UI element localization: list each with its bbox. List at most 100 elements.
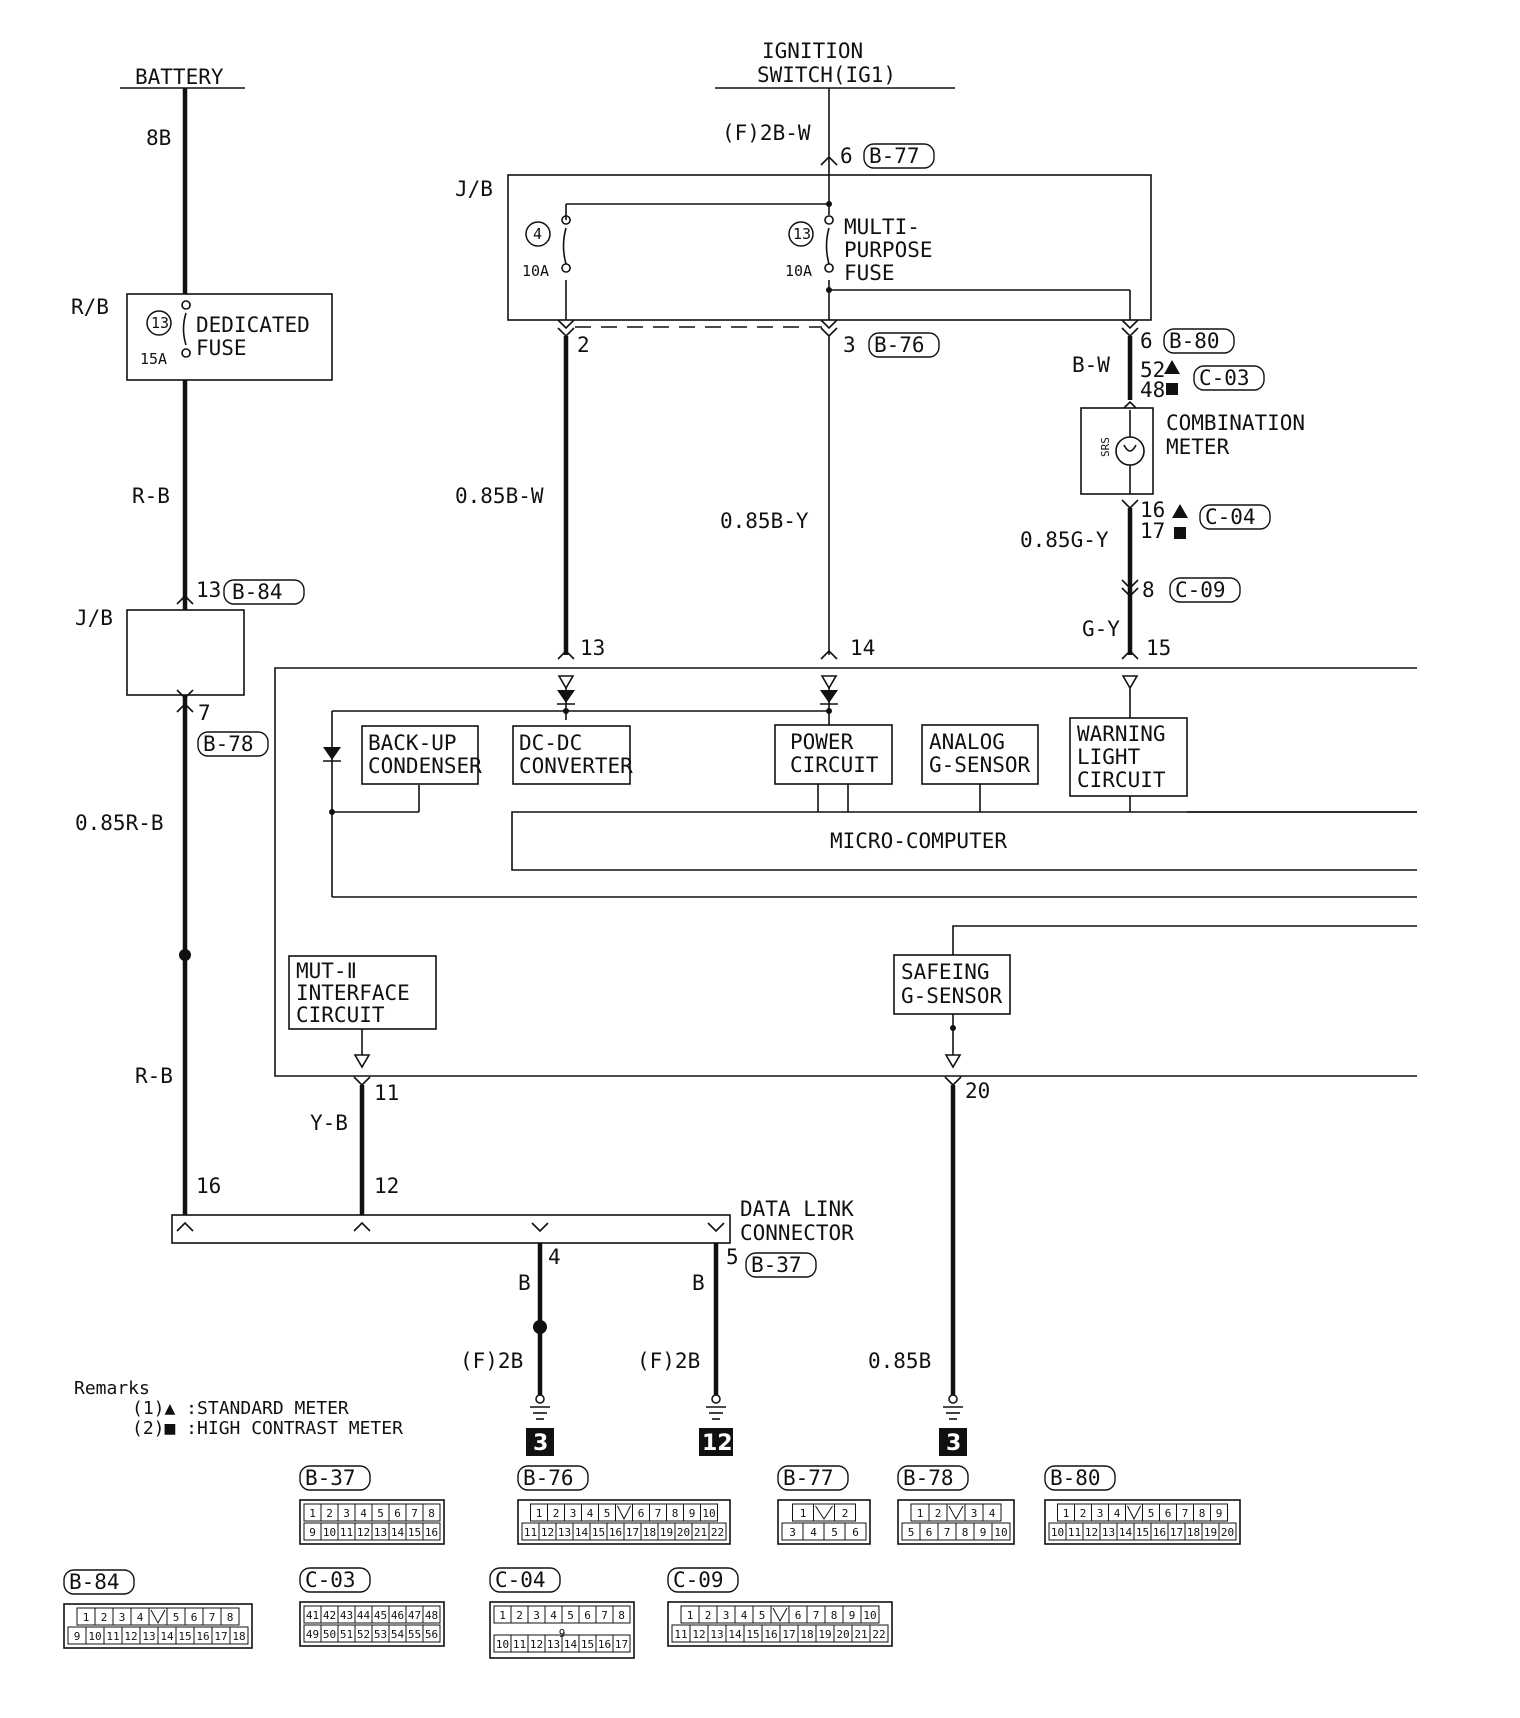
dcdc-converter-box xyxy=(512,725,631,785)
connector-pin-number: 12 xyxy=(1085,1526,1098,1539)
pin-20: 20 xyxy=(965,1079,990,1103)
b37-inline-badge xyxy=(745,1252,817,1278)
power-label-2: CIRCUIT xyxy=(790,753,879,777)
ground-number: 3 xyxy=(946,1431,961,1456)
fuse13-number-badge xyxy=(788,221,814,247)
dlc-label-1: DATA LINK xyxy=(740,1197,854,1221)
connector-pin-number: 20 xyxy=(677,1526,690,1539)
ground-symbol xyxy=(706,1394,726,1420)
connector-pin-number: 11 xyxy=(513,1638,526,1651)
square-marker xyxy=(1174,527,1186,539)
connector-pin-number: 5 xyxy=(831,1526,838,1539)
connector-pin-number: 4 xyxy=(137,1611,144,1624)
relay-box xyxy=(126,293,333,381)
backup-label-1: BACK-UP xyxy=(368,731,457,755)
backup-label-2: CONDENSER xyxy=(368,754,482,778)
dcdc-label-2: CONVERTER xyxy=(519,754,633,778)
connector-pin-number: 12 xyxy=(541,1526,554,1539)
backup-condenser-box xyxy=(361,725,479,785)
connector-pin-cell xyxy=(869,1624,889,1643)
connector-pin-number: 11 xyxy=(1068,1526,1081,1539)
connector-pin-number: 18 xyxy=(800,1628,813,1641)
connector-pin-number: 2 xyxy=(705,1609,712,1622)
conn-marker xyxy=(1121,649,1139,660)
connector-pin-number: 5 xyxy=(604,1507,611,1520)
connector-pin-number: 9 xyxy=(1216,1507,1223,1520)
connector-pin-number: 3 xyxy=(570,1507,577,1520)
connector-pin-number: 19 xyxy=(660,1526,673,1539)
splice-dot xyxy=(533,1320,547,1334)
connector-pin-cell xyxy=(422,1522,441,1541)
safeing-g-sensor-box xyxy=(893,954,1011,1015)
wire-f2b-2: (F)2B xyxy=(637,1349,700,1373)
connector-pin-number: 17 xyxy=(214,1630,227,1643)
connector-pin-number: 43 xyxy=(340,1609,353,1622)
connector-pin-number: 16 xyxy=(598,1638,611,1651)
connector-pin-number: 2 xyxy=(842,1507,849,1520)
connector-label: B-78 xyxy=(903,1466,954,1490)
junction-dot xyxy=(563,708,569,714)
ign-wire-label: (F)2B-W xyxy=(722,121,811,145)
connector-pin-number: 4 xyxy=(741,1609,748,1622)
connector-pin-number: 50 xyxy=(323,1628,336,1641)
dcdc-label-1: DC-DC xyxy=(519,731,582,755)
connector-pin-number: 20 xyxy=(836,1628,849,1641)
wire-f2b-1: (F)2B xyxy=(460,1349,523,1373)
pin-52: 52 xyxy=(1140,358,1165,382)
connector-pin-number: 9 xyxy=(309,1526,316,1539)
connector-pin-number: 56 xyxy=(425,1628,438,1641)
pin-2: 2 xyxy=(577,333,590,357)
connector-label-badge xyxy=(299,1465,371,1491)
connector-pin-number: 6 xyxy=(926,1526,933,1539)
connector-pin-number: 8 xyxy=(1199,1507,1206,1520)
connector-pin-number: 5 xyxy=(173,1611,180,1624)
input-triangle xyxy=(820,675,838,690)
connector-pin-cell xyxy=(844,1522,867,1541)
connector-pin-number: 19 xyxy=(1204,1526,1217,1539)
connector-pin-cell xyxy=(708,1522,727,1541)
connector-pin-number: 12 xyxy=(124,1630,137,1643)
pin-13: 13 xyxy=(580,636,605,660)
connector-pin-number: 6 xyxy=(1165,1507,1172,1520)
connector-key-mark xyxy=(617,1505,631,1521)
connector-pin-number: 14 xyxy=(1119,1526,1133,1539)
connector-pin-number: 15 xyxy=(178,1630,191,1643)
pin-6b: 6 xyxy=(1140,329,1153,353)
connector-pin-number: 4 xyxy=(810,1526,817,1539)
connector-pin-number: 4 xyxy=(587,1507,594,1520)
connector-pin-number: 8 xyxy=(227,1611,234,1624)
c04-inline-badge xyxy=(1199,504,1271,530)
connector-pin-number: 41 xyxy=(306,1609,319,1622)
fuse4-amp: 10A xyxy=(522,262,549,280)
connector-pin-number: 15 xyxy=(581,1638,594,1651)
connector-pin-number: 12 xyxy=(692,1628,705,1641)
connector-pin-number: 1 xyxy=(83,1611,90,1624)
wire-085rb: 0.85R-B xyxy=(75,811,164,835)
fuse13-number: 13 xyxy=(793,225,811,243)
conn-marker xyxy=(707,1222,725,1233)
warn-label-2: LIGHT xyxy=(1077,745,1141,769)
connector-pin-number: 11 xyxy=(340,1526,353,1539)
connector-pin-number: 7 xyxy=(209,1611,216,1624)
connector-pin-number: 13 xyxy=(547,1638,560,1651)
connector-label: C-03 xyxy=(305,1568,356,1592)
connector-pin-number: 13 xyxy=(142,1630,155,1643)
c09-inline-badge xyxy=(1169,577,1241,603)
fuse4-symbol xyxy=(561,215,571,273)
connector-pin-number: 12 xyxy=(530,1638,543,1651)
rb-label: R/B xyxy=(71,295,109,319)
pin-11: 11 xyxy=(374,1081,399,1105)
wire-bw-label: B-W xyxy=(1072,353,1110,377)
connector-pin-number: 13 xyxy=(558,1526,571,1539)
pin-4: 4 xyxy=(548,1245,561,1269)
connector-key-mark xyxy=(772,1607,788,1623)
srs-label: SRS xyxy=(1099,437,1112,457)
connector-pin-cell xyxy=(612,1634,631,1653)
conn-marker xyxy=(944,1076,962,1087)
connector-label-badge xyxy=(1044,1465,1116,1491)
connector-pin-cell xyxy=(220,1607,240,1626)
connector-pin-number: 3 xyxy=(723,1609,730,1622)
connector-pin-number: 7 xyxy=(411,1507,418,1520)
